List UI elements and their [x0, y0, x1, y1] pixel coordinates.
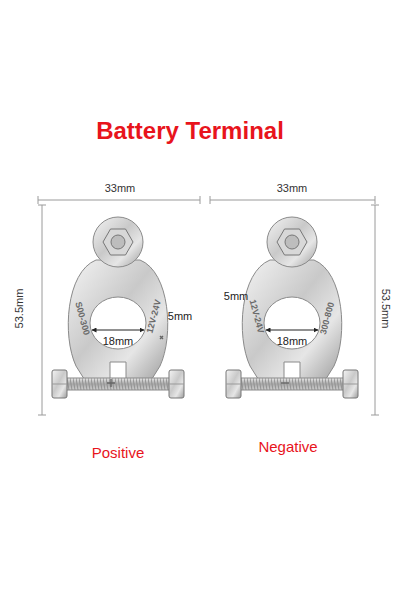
dimension-label: 33mm — [277, 183, 308, 194]
polarity-label: Positive — [92, 445, 145, 460]
dimension-label: 5mm — [224, 291, 248, 302]
dimension-label: 53.5mm — [15, 288, 26, 328]
dimension-label: 33mm — [105, 183, 136, 194]
dimension-label: 5mm — [168, 311, 192, 322]
polarity-label: Negative — [258, 439, 317, 454]
title: Battery Terminal — [96, 119, 284, 143]
embossed-mark: 12V-24V — [247, 298, 265, 334]
embossed-mark: 12V-24V — [145, 298, 163, 334]
embossed-mark: 300-800 — [319, 301, 336, 335]
dimension-label: 18mm — [103, 336, 134, 347]
embossed-mark: S00-300 — [73, 300, 91, 335]
dimension-label: 53.5mm — [381, 288, 392, 328]
dimension-label: 18mm — [277, 336, 308, 347]
